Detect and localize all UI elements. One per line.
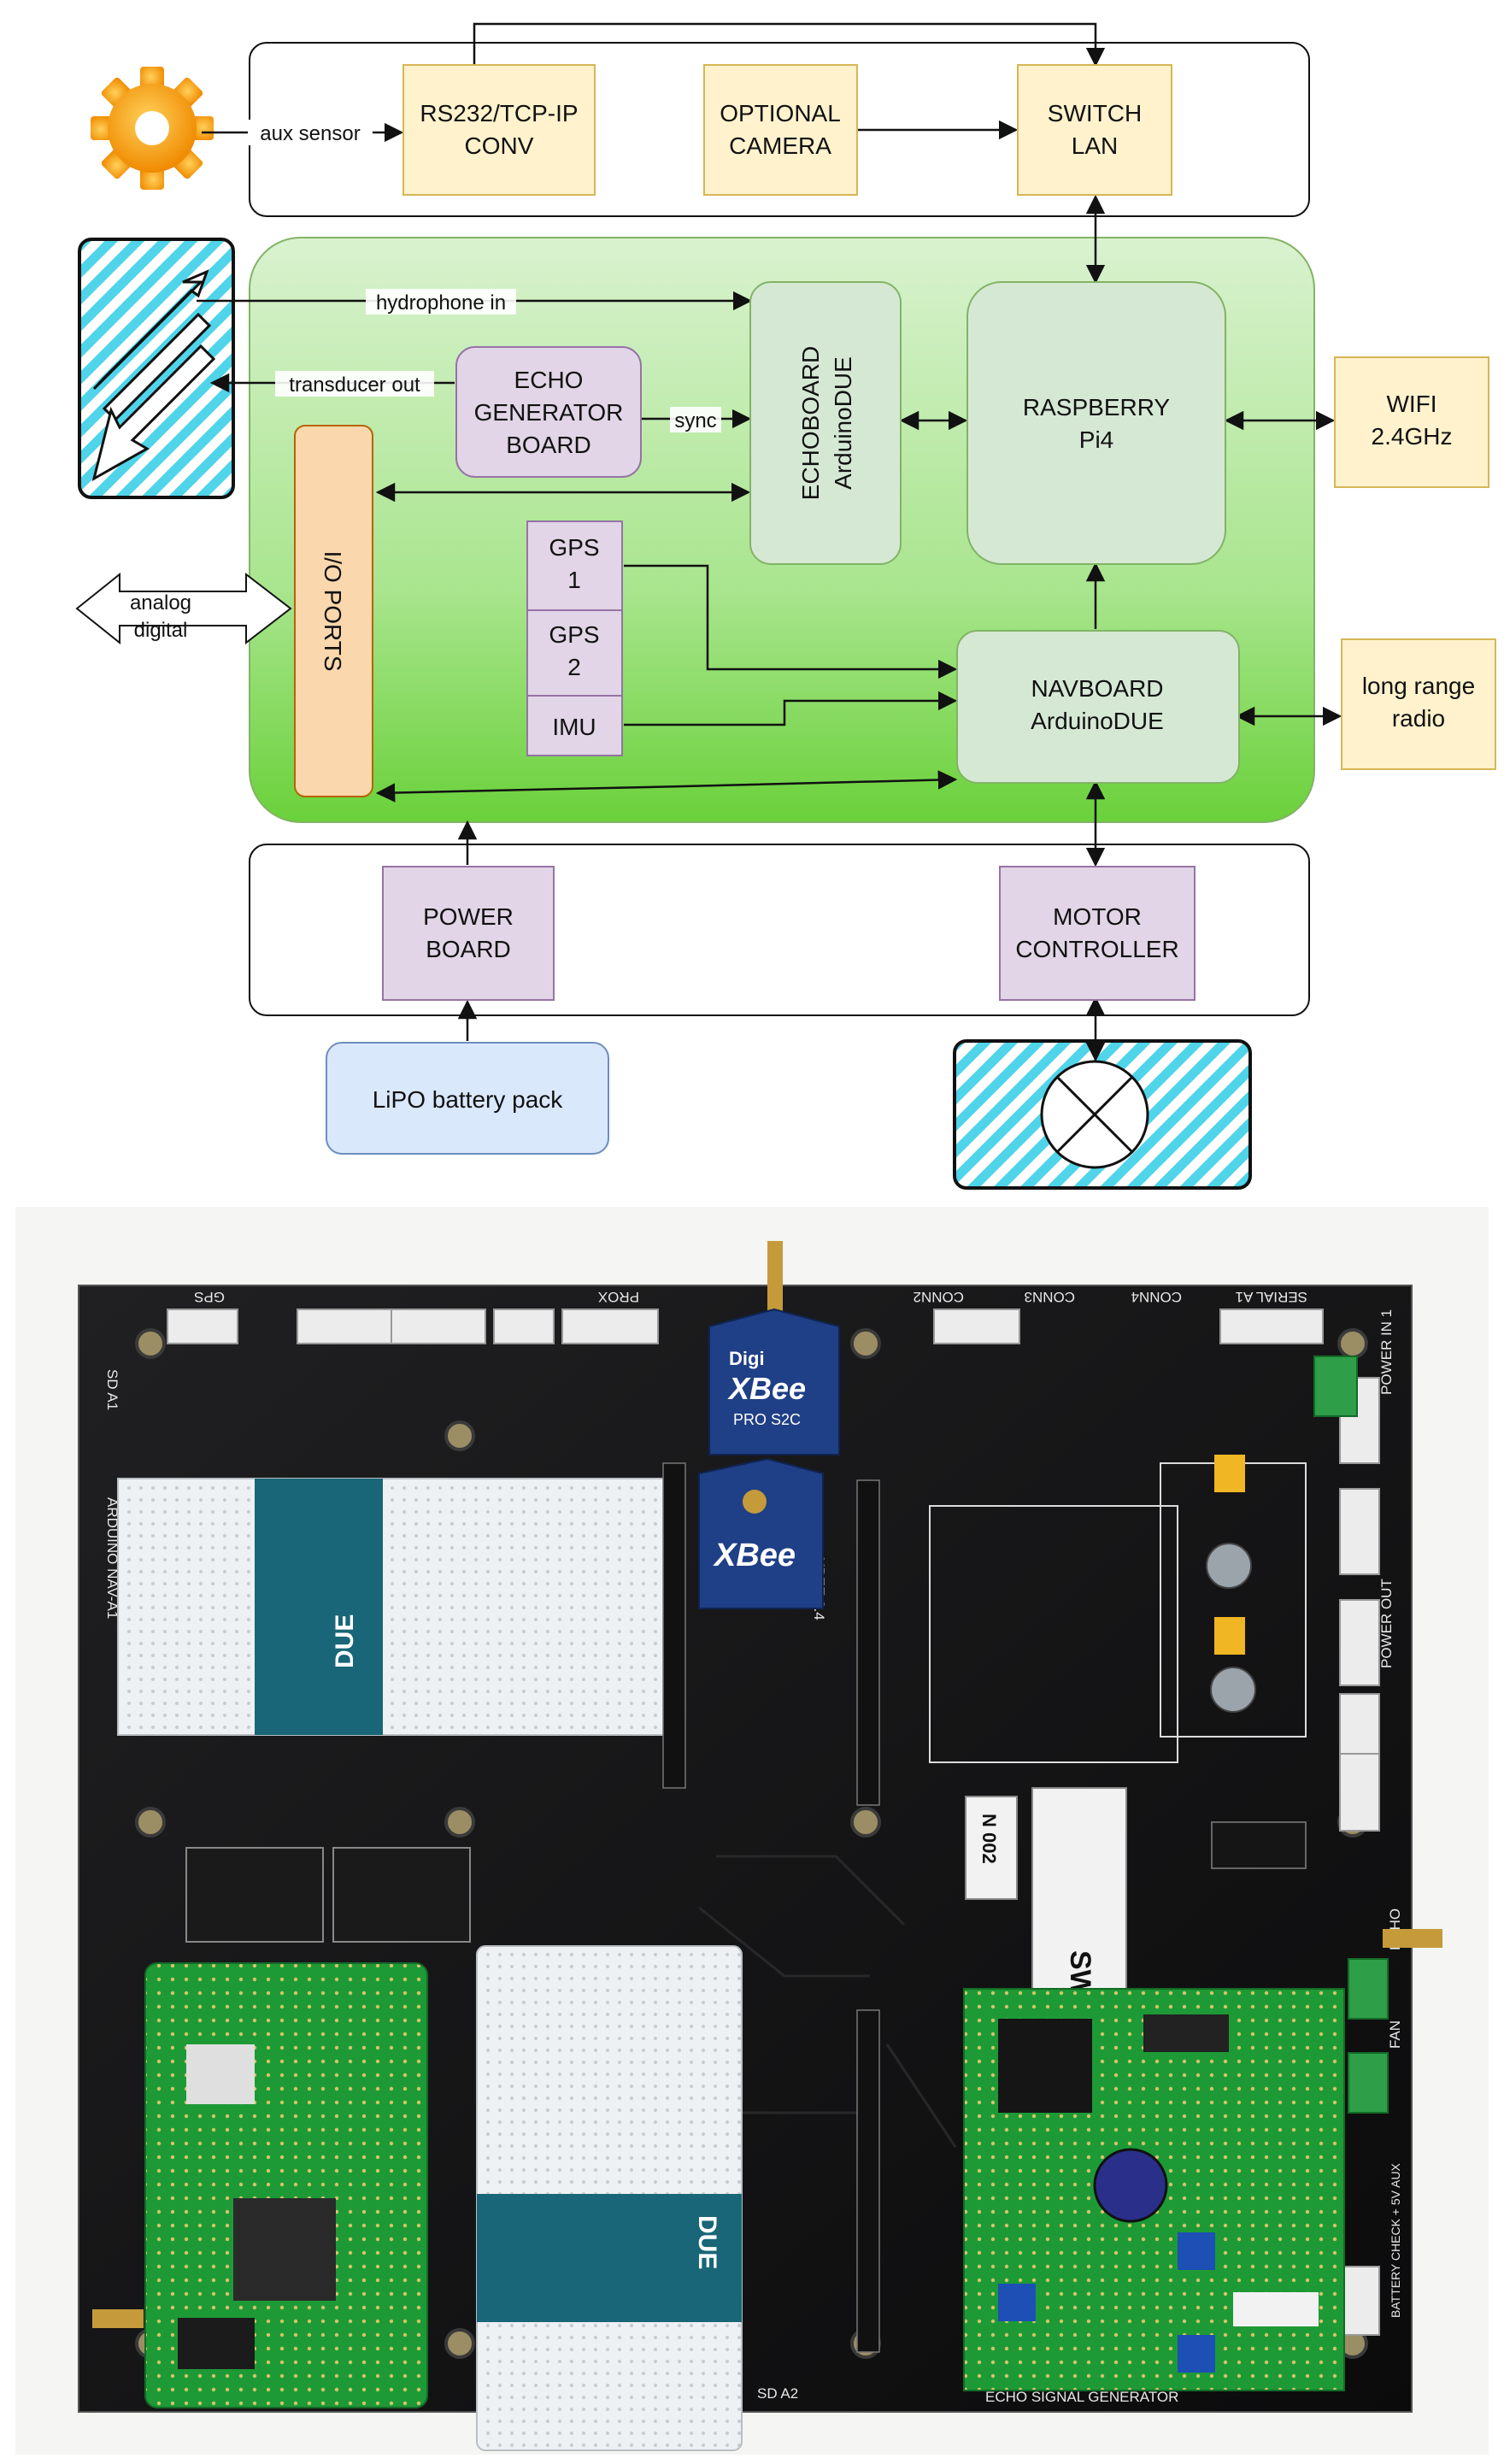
svg-text:RASPBERRY: RASPBERRY [1023,394,1171,420]
silk-arduino-nav: ARDUINO NAV-A1 [104,1497,120,1619]
svg-text:POWER: POWER [423,903,514,930]
io-ports-box: I/O PORTS [294,425,373,797]
svg-text:CONV: CONV [465,132,534,159]
motor-controller-box: MOTOR CONTROLLER [999,866,1196,1001]
arduino-due-nav: DUE [117,1478,683,1736]
silk-sd-a1: SD A1 [104,1369,120,1410]
svg-text:CONTROLLER: CONTROLLER [1015,936,1178,962]
svg-text:2: 2 [567,654,581,680]
header-strips [662,1462,880,2353]
silk-power-out: POWER OUT [1378,1579,1395,1668]
silk-battery-check: BATTERY CHECK + 5V AUX [1389,2162,1402,2318]
green-terminal-blocks [1313,1355,1389,2114]
svg-text:XBee: XBee [713,1538,796,1573]
hydrophone-in-label: hydrophone in [376,291,506,315]
silk-prox: PROX [598,1289,639,1305]
relay [1211,1821,1307,1869]
camera-box: OPTIONAL CAMERA [703,64,858,196]
svg-text:RS232/TCP-IP: RS232/TCP-IP [420,100,578,126]
svg-text:ArduinoDUE: ArduinoDUE [1031,708,1164,734]
svg-text:long range: long range [1362,673,1475,699]
analog-digital-arrow [75,572,292,645]
svg-text:ECHO: ECHO [514,367,584,393]
analog-label: analog [130,591,191,615]
svg-text:XBee: XBee [727,1371,806,1406]
xbee-pro-module: Digi XBee PRO S2C [708,1241,840,1455]
svg-text:BOARD: BOARD [426,936,511,962]
svg-text:NAVBOARD: NAVBOARD [1031,675,1163,702]
echoboard-box: ECHOBOARD ArduinoDUE [749,281,902,565]
rs232-box: RS232/TCP-IP CONV [402,64,596,196]
svg-text:I/O PORTS: I/O PORTS [320,550,346,671]
svg-text:BOARD: BOARD [506,432,591,458]
svg-text:DUE: DUE [331,1614,359,1668]
svg-text:GPS: GPS [549,534,599,561]
echo-generator-box: ECHO GENERATOR BOARD [455,346,642,478]
svg-text:DUE: DUE [693,2215,721,2269]
wifi-box: WIFI 2.4GHz [1334,356,1489,488]
imu-box: IMU [526,695,623,756]
sync-label: sync [674,409,716,432]
pcb-photo: GPS PROX CONN2 CONN3 CONN4 SERIAL A1 POW… [15,1207,1489,2455]
digital-label: digital [134,619,188,642]
silk-conn4: CONN4 [1131,1289,1182,1305]
svg-text:radio: radio [1392,705,1445,732]
gps1-box: GPS 1 [526,520,623,611]
long-range-radio-box: long range radio [1341,638,1496,770]
propeller-motor-icon [953,1039,1252,1190]
svg-text:ArduinoDUE: ArduinoDUE [830,356,856,490]
arduino-due-echo: DUE [476,1945,743,2451]
svg-text:Pi4: Pi4 [1079,426,1113,453]
silk-serial-a1: SERIAL A1 [1236,1289,1307,1305]
swap-label: SWAP v2 N 002 [965,1787,1127,2076]
battery-pack-box: LiPO battery pack [326,1042,609,1155]
svg-text:GPS: GPS [549,621,599,648]
raspberry-pi-board [92,1962,428,2408]
gear-icon [91,67,214,190]
imu-gps-breakouts [185,1847,471,1943]
svg-text:Digi: Digi [729,1348,765,1369]
top-connectors [167,1308,1380,2336]
gps2-box: GPS 2 [526,609,623,697]
capacitors [1206,1455,1256,1713]
svg-text:CAMERA: CAMERA [729,132,831,159]
svg-text:1: 1 [567,567,581,593]
svg-text:GENERATOR: GENERATOR [474,399,624,426]
hydrophone-transducer-icon [78,238,235,499]
svg-text:2.4GHz: 2.4GHz [1372,423,1453,450]
svg-text:PRO S2C: PRO S2C [733,1411,801,1428]
sma-connector [1383,1929,1442,1948]
transducer-out-label: transducer out [289,373,420,397]
echo-signal-generator-board [963,1988,1345,2391]
svg-text:OPTIONAL: OPTIONAL [720,100,841,126]
silk-sd-a2: SD A2 [757,2385,798,2402]
system-block-diagram: analog digital [75,22,1496,1190]
echo-processor-area [929,1505,1178,1763]
navboard-box: NAVBOARD ArduinoDUE [956,630,1240,784]
svg-text:LAN: LAN [1072,132,1118,159]
silk-gps: GPS [194,1289,225,1305]
aux-sensor-label: aux sensor [260,122,360,145]
switch-lan-box: SWITCH LAN [1017,64,1172,196]
svg-text:ECHOBOARD: ECHOBOARD [797,346,824,500]
silk-conn3: CONN3 [1024,1289,1075,1305]
silk-fan: FAN [1387,2020,1403,2049]
svg-text:SWITCH: SWITCH [1048,100,1142,126]
xbee-24-module: XBee [698,1457,824,1609]
svg-text:MOTOR: MOTOR [1053,903,1142,930]
power-board-box: POWER BOARD [382,866,555,1001]
silk-conn2: CONN2 [913,1289,964,1305]
svg-text:IMU: IMU [552,714,596,740]
raspberry-pi-box: RASPBERRY Pi4 [966,281,1226,565]
svg-text:WIFI: WIFI [1386,391,1436,417]
silk-echo-signal-gen: ECHO SIGNAL GENERATOR [985,2389,1178,2405]
silk-power-in: POWER IN 1 [1378,1309,1395,1395]
svg-text:LiPO battery pack: LiPO battery pack [373,1086,564,1113]
svg-text:N 002: N 002 [978,1814,1000,1864]
